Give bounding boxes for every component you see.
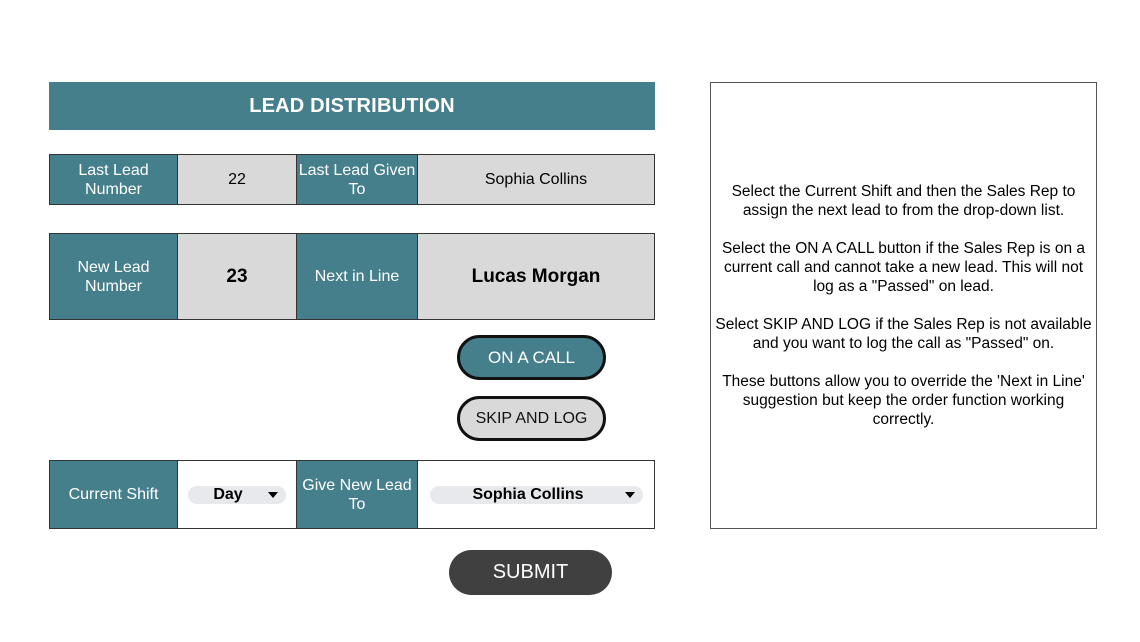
give-new-lead-to-selected: Sophia Collins xyxy=(472,486,584,503)
last-lead-number-value: 22 xyxy=(178,155,297,204)
on-a-call-button[interactable]: ON A CALL xyxy=(457,335,606,380)
last-lead-given-to-label: Last Lead Given To xyxy=(297,155,418,204)
instruction-text: These buttons allow you to override the … xyxy=(722,373,1085,428)
instruction-text: Select SKIP AND LOG if the Sales Rep is … xyxy=(715,316,1092,352)
instruction-text: Select the Current Shift and then the Sa… xyxy=(731,183,1076,219)
instructions-panel: Select the Current Shift and then the Sa… xyxy=(710,82,1097,529)
give-new-lead-to-select[interactable]: Sophia Collins xyxy=(429,485,643,504)
skip-and-log-button[interactable]: SKIP AND LOG xyxy=(457,396,606,441)
next-in-line-value: Lucas Morgan xyxy=(418,234,654,319)
dropdown-arrow-icon xyxy=(268,491,278,498)
give-new-lead-to-cell: Sophia Collins xyxy=(418,461,654,528)
dropdown-arrow-icon xyxy=(624,491,635,498)
current-shift-selected: Day xyxy=(213,486,243,503)
current-shift-cell: Day xyxy=(178,461,297,528)
give-new-lead-to-label: Give New Lead To xyxy=(297,461,418,528)
shift-row: Current Shift Day Give New Lead To Sophi… xyxy=(49,460,655,529)
page-title: LEAD DISTRIBUTION xyxy=(49,82,655,130)
new-lead-row: New Lead Number 23 Next in Line Lucas Mo… xyxy=(49,233,655,320)
instruction-text: Select the ON A CALL button if the Sales… xyxy=(721,240,1086,295)
submit-button[interactable]: SUBMIT xyxy=(449,550,612,595)
new-lead-number-label: New Lead Number xyxy=(50,234,178,319)
last-lead-given-to-value: Sophia Collins xyxy=(418,155,654,204)
current-shift-select[interactable]: Day xyxy=(188,485,286,504)
last-lead-row: Last Lead Number 22 Last Lead Given To S… xyxy=(49,154,655,205)
last-lead-number-label: Last Lead Number xyxy=(50,155,178,204)
new-lead-number-value: 23 xyxy=(178,234,297,319)
next-in-line-label: Next in Line xyxy=(297,234,418,319)
current-shift-label: Current Shift xyxy=(50,461,178,528)
